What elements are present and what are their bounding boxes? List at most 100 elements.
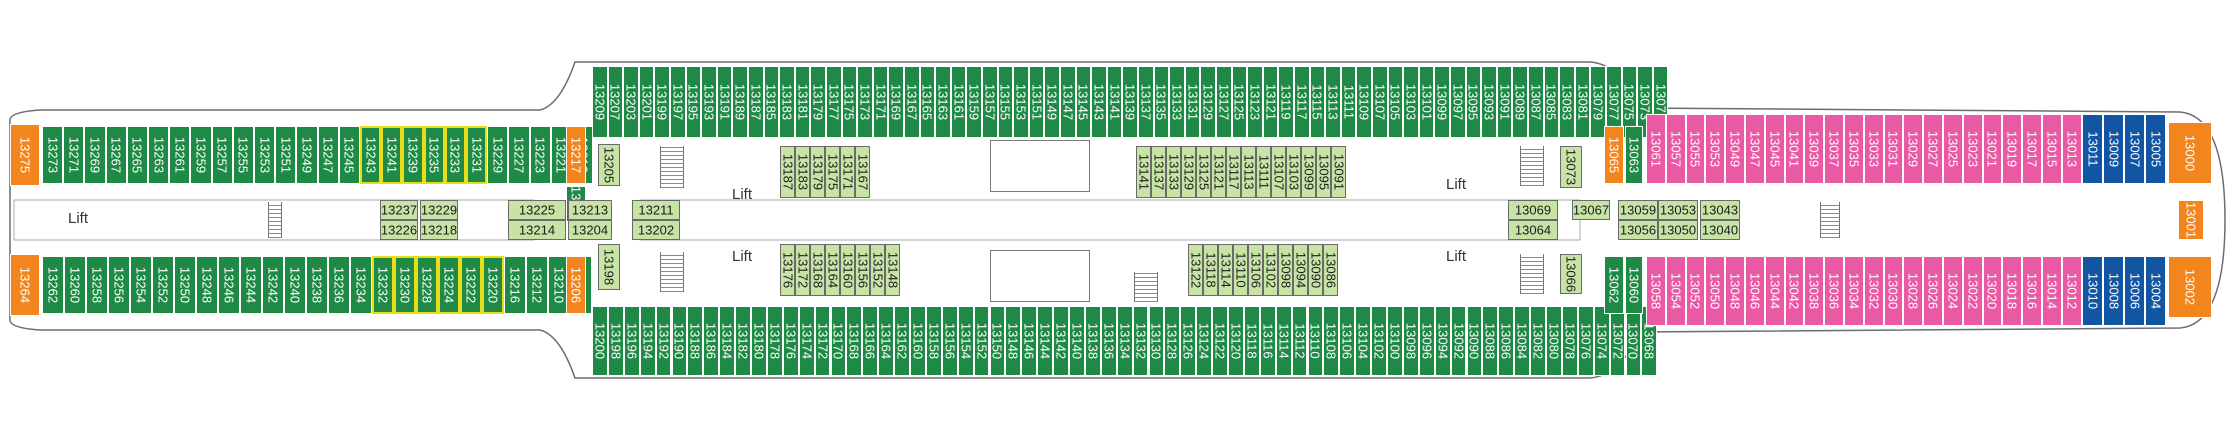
cabin-13085[interactable]: 13085 [1543,66,1560,138]
cabin-13096[interactable]: 13096 [1418,306,1435,376]
cabin-13062[interactable]: 13062 [1604,256,1624,314]
cabin-13223[interactable]: 13223 [529,126,551,184]
cabin-13110[interactable]: 13110 [1233,244,1248,296]
cabin-13156[interactable]: 13156 [855,244,870,296]
cabin-13133[interactable]: 13133 [1169,66,1185,138]
cabin-13225[interactable]: 13225 [508,200,566,220]
cabin-13057[interactable]: 13057 [1665,114,1686,184]
cabin-13169[interactable]: 13169 [888,66,904,138]
cabin-13083[interactable]: 13083 [1559,66,1575,138]
cabin-13023[interactable]: 13023 [1962,114,1983,184]
cabin-13126[interactable]: 13126 [1180,306,1197,376]
cabin-13110[interactable]: 13110 [1307,306,1324,376]
cabin-13035[interactable]: 13035 [1844,114,1864,184]
cabin-13168[interactable]: 13168 [810,244,825,296]
cabin-13213[interactable]: 13213 [568,200,612,220]
cabin-13088[interactable]: 13088 [1482,306,1499,376]
cabin-13205[interactable]: 13205 [598,144,620,186]
cabin-13157[interactable]: 13157 [982,66,998,138]
cabin-13243[interactable]: 13243 [360,126,382,184]
cabin-13188[interactable]: 13188 [687,306,704,376]
cabin-13269[interactable]: 13269 [84,126,106,184]
cabin-13142[interactable]: 13142 [1053,306,1069,376]
cabin-13134[interactable]: 13134 [1116,306,1133,376]
cabin-13004[interactable]: 13004 [2145,256,2166,326]
cabin-13034[interactable]: 13034 [1844,256,1864,326]
cabin-13128[interactable]: 13128 [1164,306,1181,376]
cabin-13053[interactable]: 13053 [1658,200,1698,220]
cabin-13145[interactable]: 13145 [1075,66,1092,138]
cabin-13257[interactable]: 13257 [211,126,233,184]
cabin-13260[interactable]: 13260 [64,256,86,314]
cabin-13229[interactable]: 13229 [487,126,509,184]
cabin-13275[interactable]: 13275 [10,124,40,186]
cabin-13186[interactable]: 13186 [703,306,720,376]
cabin-13079[interactable]: 13079 [1590,66,1606,138]
cabin-13080[interactable]: 13080 [1546,306,1562,376]
cabin-13259[interactable]: 13259 [190,126,212,184]
cabin-13121[interactable]: 13121 [1211,146,1226,198]
cabin-13124[interactable]: 13124 [1196,306,1213,376]
cabin-13199[interactable]: 13199 [654,66,670,138]
cabin-13148[interactable]: 13148 [885,244,900,296]
cabin-13020[interactable]: 13020 [1982,256,2003,326]
cabin-13159[interactable]: 13159 [966,66,982,138]
cabin-13220[interactable]: 13220 [482,256,504,314]
cabin-13121[interactable]: 13121 [1262,66,1279,138]
cabin-13253[interactable]: 13253 [254,126,276,184]
cabin-13241[interactable]: 13241 [381,126,403,184]
cabin-13183[interactable]: 13183 [795,146,810,198]
cabin-13072[interactable]: 13072 [1609,306,1626,376]
cabin-13052[interactable]: 13052 [1685,256,1706,326]
cabin-13218[interactable]: 13218 [420,220,458,240]
cabin-13160[interactable]: 13160 [910,306,926,376]
cabin-13182[interactable]: 13182 [735,306,751,376]
cabin-13130[interactable]: 13130 [1148,306,1165,376]
cabin-13061[interactable]: 13061 [1646,114,1666,184]
cabin-13108[interactable]: 13108 [1323,306,1340,376]
cabin-13200[interactable]: 13200 [592,306,608,376]
cabin-13000[interactable]: 13000 [2168,122,2212,184]
cabin-13191[interactable]: 13191 [716,66,733,138]
cabin-13271[interactable]: 13271 [63,126,85,184]
cabin-13197[interactable]: 13197 [670,66,686,138]
cabin-13091[interactable]: 13091 [1331,146,1346,198]
cabin-13129[interactable]: 13129 [1181,146,1196,198]
cabin-13176[interactable]: 13176 [780,244,795,296]
cabin-13246[interactable]: 13246 [218,256,240,314]
cabin-13233[interactable]: 13233 [444,126,466,184]
cabin-13048[interactable]: 13048 [1725,256,1745,326]
cabin-13007[interactable]: 13007 [2124,114,2145,184]
cabin-13011[interactable]: 13011 [2082,114,2103,184]
cabin-13065[interactable]: 13065 [1604,126,1624,184]
cabin-13247[interactable]: 13247 [317,126,339,184]
cabin-13150[interactable]: 13150 [989,306,1006,376]
cabin-13222[interactable]: 13222 [460,256,482,314]
cabin-13143[interactable]: 13143 [1091,66,1107,138]
cabin-13099[interactable]: 13099 [1301,146,1316,198]
cabin-13194[interactable]: 13194 [639,306,656,376]
cabin-13175[interactable]: 13175 [825,146,840,198]
cabin-13161[interactable]: 13161 [950,66,967,138]
cabin-13263[interactable]: 13263 [148,126,170,184]
cabin-13189[interactable]: 13189 [732,66,748,138]
cabin-13093[interactable]: 13093 [1481,66,1497,138]
cabin-13073[interactable]: 13073 [1560,146,1582,188]
cabin-13185[interactable]: 13185 [763,66,780,138]
cabin-13230[interactable]: 13230 [394,256,416,314]
cabin-13039[interactable]: 13039 [1804,114,1825,184]
cabin-13183[interactable]: 13183 [779,66,795,138]
cabin-13229[interactable]: 13229 [420,200,458,220]
cabin-13106[interactable]: 13106 [1339,306,1356,376]
cabin-13029[interactable]: 13029 [1903,114,1924,184]
cabin-13069[interactable]: 13069 [1508,200,1558,220]
cabin-13152[interactable]: 13152 [973,306,990,376]
cabin-13041[interactable]: 13041 [1784,114,1805,184]
cabin-13008[interactable]: 13008 [2103,256,2124,326]
cabin-13131[interactable]: 13131 [1184,66,1201,138]
cabin-13113[interactable]: 13113 [1325,66,1341,138]
cabin-13211[interactable]: 13211 [632,200,680,220]
cabin-13170[interactable]: 13170 [830,306,847,376]
cabin-13154[interactable]: 13154 [957,306,974,376]
cabin-13144[interactable]: 13144 [1037,306,1054,376]
